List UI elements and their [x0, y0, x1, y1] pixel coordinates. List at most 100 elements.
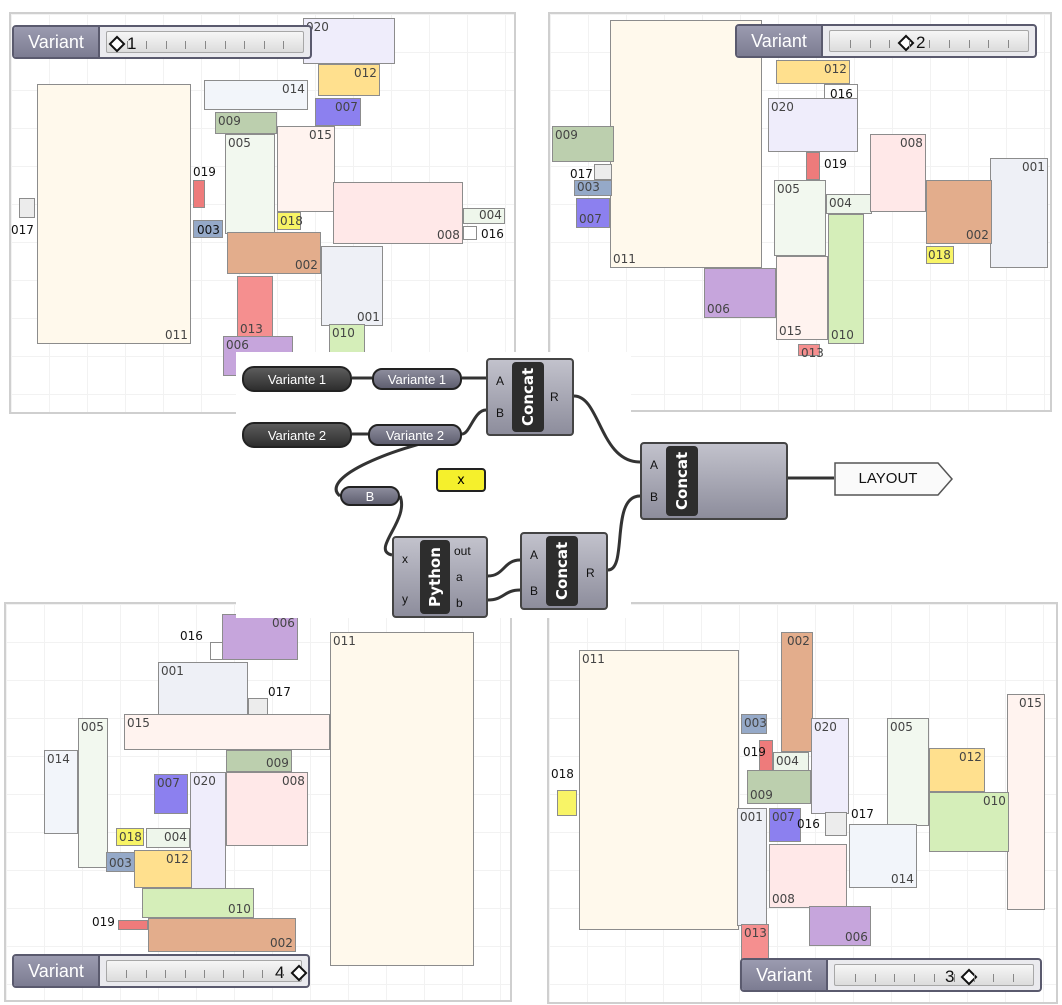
room-rect-002	[781, 632, 813, 752]
room-label-020: 020	[814, 720, 837, 734]
pin-r[interactable]: R	[586, 566, 595, 580]
pin-out[interactable]: out	[454, 544, 471, 558]
slider-tick	[894, 974, 896, 982]
param-variante-2[interactable]: Variante 2	[368, 424, 462, 446]
slider-value: 2	[916, 33, 926, 52]
room-label-011: 011	[165, 328, 188, 342]
slider-tick	[869, 40, 871, 48]
room-label-019: 019	[193, 165, 216, 179]
room-rect-006	[704, 268, 776, 318]
room-label-012: 012	[824, 62, 847, 76]
slider-tick	[953, 974, 955, 982]
room-rect-018	[926, 246, 954, 264]
layout-output-label: LAYOUT	[858, 470, 918, 487]
pin-a[interactable]: a	[456, 570, 463, 584]
x-panel[interactable]: x	[436, 468, 486, 492]
pin-a[interactable]: A	[530, 548, 539, 562]
slider-tick	[262, 970, 264, 978]
concat-component-3[interactable]: Concat A B R	[520, 532, 608, 610]
slider-track[interactable]: 3	[834, 964, 1034, 986]
room-label-007: 007	[772, 810, 795, 824]
param-b[interactable]: B	[340, 486, 400, 506]
room-rect-010	[929, 792, 1009, 852]
pin-b[interactable]: B	[650, 490, 659, 504]
room-rect-012	[776, 60, 850, 84]
slider-value: 4	[275, 963, 285, 982]
variant-slider-2[interactable]: Variant 2	[735, 24, 1037, 58]
slider-label: Variant	[14, 956, 100, 986]
room-label-016: 016	[797, 817, 820, 831]
room-rect-003	[574, 180, 612, 196]
layout-output-shape[interactable]	[834, 462, 954, 496]
room-label-002: 002	[966, 228, 989, 242]
room-label-018: 018	[551, 767, 574, 781]
concat-title: Concat	[666, 446, 698, 516]
input-variante-2[interactable]: Variante 2	[242, 422, 352, 448]
room-label-007: 007	[157, 776, 180, 790]
slider-tick	[263, 41, 265, 49]
room-rect-009	[552, 126, 614, 162]
room-label-014: 014	[282, 82, 305, 96]
room-label-013: 013	[240, 322, 263, 336]
slider-tick	[185, 41, 187, 49]
slider-track[interactable]: 4	[106, 960, 308, 982]
pin-b[interactable]: B	[496, 406, 505, 420]
room-label-019: 019	[824, 157, 847, 171]
variant-slider-3[interactable]: Variant 3	[740, 958, 1042, 992]
room-label-015: 015	[309, 128, 332, 142]
pin-a[interactable]: A	[650, 458, 659, 472]
concat-component-2[interactable]: Concat A B	[640, 442, 788, 520]
pin-a[interactable]: A	[496, 374, 505, 388]
room-label-004: 004	[479, 208, 502, 222]
room-rect-019	[118, 920, 148, 930]
slider-label: Variant	[14, 27, 100, 57]
pin-b[interactable]: B	[530, 584, 539, 598]
slider-tick	[849, 40, 851, 48]
room-rect-002	[148, 918, 296, 952]
room-rect-007	[769, 808, 801, 842]
room-rect-008	[333, 182, 463, 244]
input-variante-1[interactable]: Variante 1	[242, 366, 352, 392]
room-rect-005	[774, 180, 826, 256]
slider-tick	[973, 974, 975, 982]
room-label-001: 001	[1022, 160, 1045, 174]
room-label-002: 002	[270, 936, 293, 950]
room-rect-002	[926, 180, 992, 244]
python-component[interactable]: Python x y out a b	[392, 536, 488, 618]
pin-b[interactable]: b	[456, 596, 463, 610]
room-label-006: 006	[707, 302, 730, 316]
room-label-006: 006	[272, 616, 295, 630]
slider-knob-icon[interactable]	[108, 35, 126, 53]
pin-x[interactable]: x	[402, 552, 408, 566]
room-rect-008	[769, 844, 847, 908]
slider-knob-icon[interactable]	[897, 34, 915, 52]
pin-r[interactable]: R	[550, 390, 559, 404]
room-rect-002	[227, 232, 321, 274]
room-label-008: 008	[900, 136, 923, 150]
room-rect-011	[37, 84, 191, 344]
room-rect-004	[463, 208, 505, 224]
slider-track[interactable]: 1	[106, 31, 304, 53]
slider-tick	[126, 41, 128, 49]
room-label-016: 016	[830, 87, 853, 101]
variant-slider-1[interactable]: Variant 1	[12, 25, 312, 59]
room-label-019: 019	[743, 745, 766, 759]
room-label-008: 008	[282, 774, 305, 788]
pin-y[interactable]: y	[402, 592, 408, 606]
slider-knob-icon[interactable]	[290, 964, 308, 982]
param-variante-1[interactable]: Variante 1	[372, 368, 462, 390]
room-rect-001	[321, 246, 383, 326]
variant-slider-4[interactable]: Variant 4	[12, 954, 310, 988]
room-label-003: 003	[197, 223, 220, 237]
room-label-001: 001	[161, 664, 184, 678]
room-rect-013	[237, 276, 273, 338]
slider-tick	[281, 970, 283, 978]
room-rect-015	[1007, 694, 1045, 910]
slider-track[interactable]: 2	[829, 30, 1029, 52]
room-label-005: 005	[228, 136, 251, 150]
slider-value: 3	[945, 967, 955, 986]
slider-knob-icon[interactable]	[960, 968, 978, 986]
concat-component-1[interactable]: Concat A B R	[486, 358, 574, 436]
